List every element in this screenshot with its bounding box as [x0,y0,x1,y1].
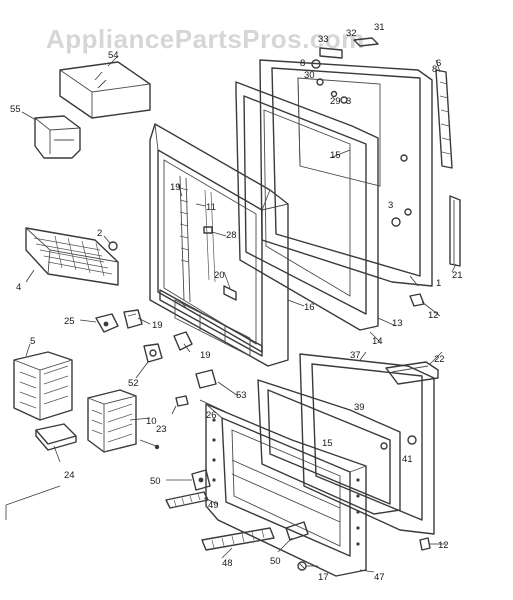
part-55-dairy-bin [34,115,81,159]
callout-24: 24 [64,470,75,481]
part-6-handle-trim [435,69,453,169]
callout-23: 23 [156,424,167,435]
callout-8-b: 8 [432,64,437,75]
part-1-freezer-door-outer [259,59,433,287]
part-19-hinge-a [123,309,143,329]
callout-19-c: 19 [170,182,181,193]
part-2-fastener [103,235,118,251]
callout-31: 31 [374,22,385,33]
callout-17: 17 [318,572,329,583]
callout-10: 10 [146,416,157,427]
callout-8-a: 8 [300,58,305,69]
callout-25: 25 [64,316,75,327]
part-52-roller [143,343,163,363]
part-48-kickplate [201,527,275,551]
callout-2: 2 [97,228,102,239]
top-hinge-assembly [311,37,379,104]
part-24-tray [35,423,77,451]
callout-4: 4 [16,282,21,293]
callout-3-right: 3 [388,200,393,211]
callout-15-top: 15 [330,150,341,161]
callout-41: 41 [402,454,413,465]
part-26-screw [171,395,189,415]
part-19-hinge-b [173,331,193,351]
part-37-fresh-food-door [299,353,435,535]
watermark-text: AppliancePartsPros.com [46,24,365,54]
callout-labels: 54 55 2 4 25 19 19 19 52 5 10 23 24 50 4… [10,22,463,583]
callout-15-bottom: 15 [322,438,333,449]
callout-3-top: 3 [346,96,351,107]
part-23-pin [139,439,160,450]
reference-bracket [5,485,61,520]
part-53-spacer [195,369,217,389]
callout-11: 11 [206,202,216,213]
part-22-door-handle [385,361,439,385]
callout-33: 33 [318,34,329,45]
callout-16: 16 [304,302,315,313]
callout-50-a: 50 [150,476,161,487]
callout-1: 1 [436,278,441,289]
callout-50-b: 50 [270,556,281,567]
callout-47: 47 [374,572,385,583]
part-16-freezer-door-liner [149,123,289,367]
callout-52: 52 [128,378,139,389]
callout-19-b: 19 [200,350,211,361]
callout-37: 37 [350,350,361,361]
callout-19-a: 19 [152,320,163,331]
part-5-crisper-shelf [13,351,73,421]
callout-13: 13 [392,318,403,329]
callout-14: 14 [372,336,383,347]
callout-5: 5 [30,336,35,347]
leader-lines [21,55,457,573]
part-21-handle [449,195,461,267]
callout-20: 20 [214,270,225,281]
part-28-clip [203,226,213,234]
callout-30: 30 [304,70,315,81]
callout-26: 26 [206,410,217,421]
callout-39: 39 [354,402,365,413]
part-20-screw [179,299,187,309]
part-17-screw [297,561,307,571]
callout-53: 53 [236,390,247,401]
callout-29: 29 [330,96,341,107]
part-12-stop-top [409,293,425,307]
callout-12-bottom: 12 [438,540,449,551]
part-50-bracket [285,521,309,541]
callout-32: 32 [346,28,357,39]
part-39-gasket [257,379,401,515]
part-54-shelf-bin [59,61,151,119]
callout-21: 21 [452,270,463,281]
part-50-hinge-pin [191,469,211,491]
callout-22: 22 [434,354,445,365]
part-10-crisper-panel [87,389,137,453]
part-49-trim [165,491,209,509]
part-20-bracket [223,285,237,301]
callout-28: 28 [226,230,237,241]
fresh-food-door-liner [205,403,367,577]
callout-55: 55 [10,104,21,115]
part-14-gasket [235,81,379,331]
part-4-grille [25,227,119,286]
callout-49: 49 [208,500,219,511]
part-25-cam [95,313,119,333]
part-12-stop-bottom [419,537,431,551]
callout-6: 6 [436,58,441,69]
callout-54: 54 [108,50,119,61]
callout-48: 48 [222,558,233,569]
callout-12-top: 12 [428,310,439,321]
